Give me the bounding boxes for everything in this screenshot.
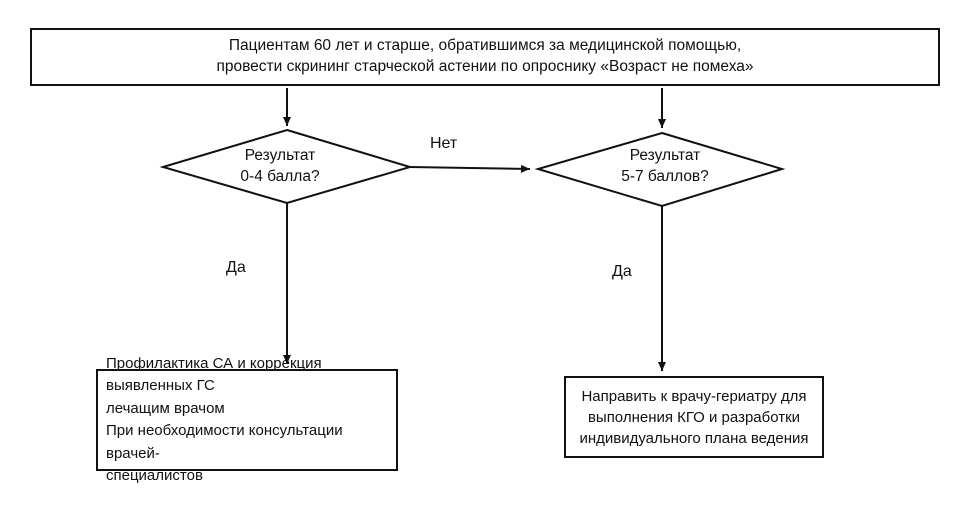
outcome-right-line-2: выполнения КГО и разработки: [587, 408, 801, 426]
label-yes-left: Да: [226, 259, 246, 276]
start-box-line-1: Пациентам 60 лет и старше, обратившимся …: [228, 37, 742, 55]
outcome-box-left: Профилактика СА и коррекция выявленных Г…: [96, 355, 398, 484]
outcome-left-line-2: лечащим врачом: [106, 399, 225, 417]
outcome-left-line-1: Профилактика СА и коррекция выявленных Г…: [106, 354, 322, 395]
decision-right-line-2: 5-7 баллов?: [621, 167, 709, 185]
outcome-left-line-4: специалистов: [106, 467, 203, 484]
decision-right-text: Результат 5-7 баллов?: [590, 146, 740, 188]
decision-right-line-1: Результат: [629, 147, 701, 164]
outcome-right-line-1: Направить к врачу-гериатру для: [581, 387, 807, 405]
decision-left-text: Результат 0-4 балла?: [205, 146, 355, 188]
label-no: Нет: [430, 135, 458, 152]
start-box: Пациентам 60 лет и старше, обратившимся …: [30, 28, 940, 86]
outcome-right-line-3: индивидуального плана ведения: [579, 429, 809, 447]
decision-left-line-1: Результат: [244, 147, 316, 164]
label-yes-right: Да: [612, 263, 632, 280]
decision-left-line-2: 0-4 балла?: [240, 167, 320, 185]
outcome-box-right: Направить к врачу-гериатру для выполнени…: [564, 376, 824, 458]
start-box-line-2: провести скрининг старческой астении по …: [216, 58, 754, 75]
arrow-no: [409, 164, 531, 173]
outcome-left-line-3: При необходимости консультации врачей-: [106, 422, 343, 462]
